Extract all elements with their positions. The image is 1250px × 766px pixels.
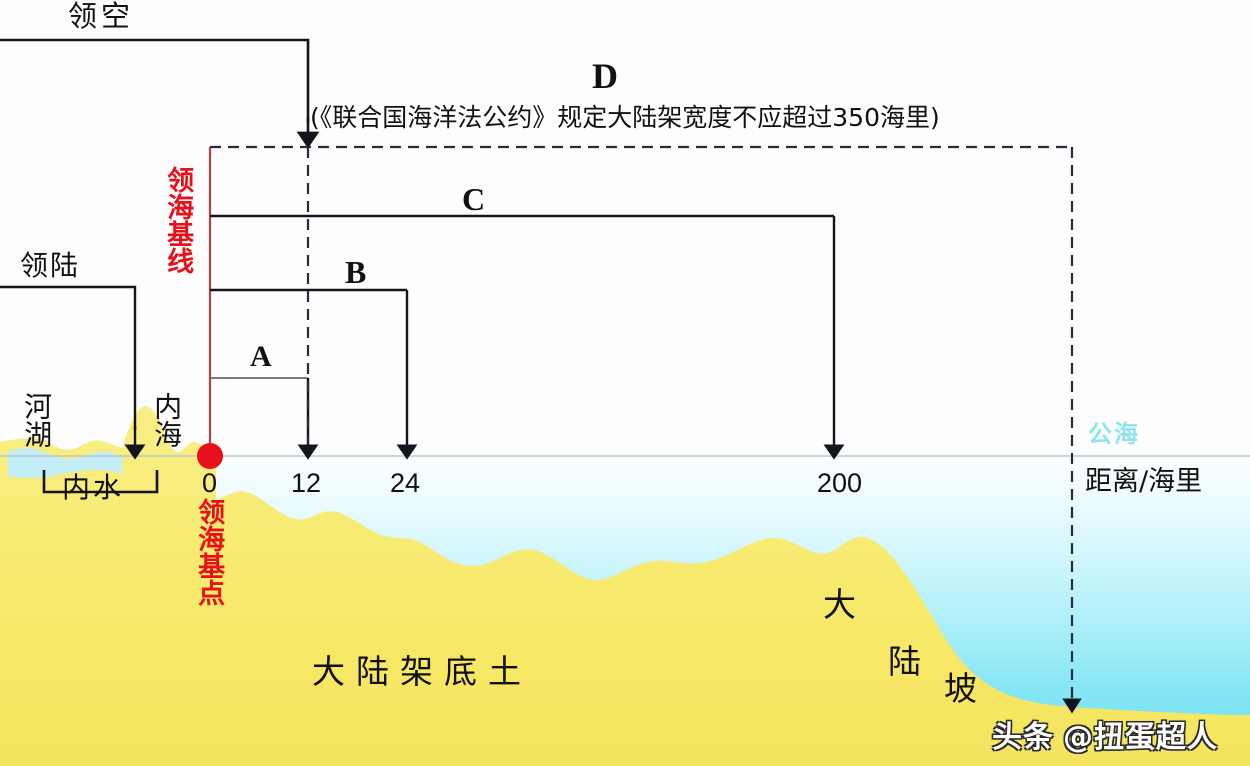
axis-tick-24: 24 [390,468,421,498]
axis-tick-200: 200 [817,468,863,498]
label-slope-char-3: 坡 [944,669,977,708]
territorial-baseline [197,147,223,469]
bracket-label-d: D [592,56,618,96]
label-slope-char-1: 大 [823,585,856,624]
bracket-d-dashed [210,145,1082,714]
bracket-a [210,377,319,460]
shelf-width-note: (《联合国海洋法公约》规定大陆架宽度不应超过350海里) [310,103,940,132]
label-shelf-subsoil: 大陆架底土 [312,652,532,691]
airspace-bracket [0,38,320,149]
land-territory-bracket [0,285,146,460]
internal-waters-bracket [42,470,159,494]
label-airspace: 领空 [68,0,135,33]
label-high-seas: 公海 [1088,420,1140,448]
label-land-territory: 领陆 [20,249,81,282]
watermark-source: 头条 [992,720,1054,755]
label-internal-waters: 内水 [62,471,125,504]
territorial-basepoint-dot [197,443,223,469]
bracket-c [210,214,845,460]
label-slope-char-2: 陆 [888,642,921,681]
label-territorial-baseline: 领海基线 [162,166,194,274]
axis-tick-0: 0 [202,468,218,498]
axis-tick-12: 12 [291,468,322,498]
label-territorial-basepoint: 领海基点 [193,498,225,606]
watermark-handle: @扭蛋超人 [1063,720,1218,755]
axis-unit-label: 距离/海里 [1085,466,1203,497]
bracket-label-c: C [462,181,486,217]
bracket-b [210,288,418,460]
label-river-lake: 河湖 [20,392,54,448]
bracket-label-b: B [345,254,367,290]
label-inland-sea: 内海 [150,392,184,448]
seabed-landmass [0,405,1250,766]
bracket-label-a: A [250,340,272,373]
